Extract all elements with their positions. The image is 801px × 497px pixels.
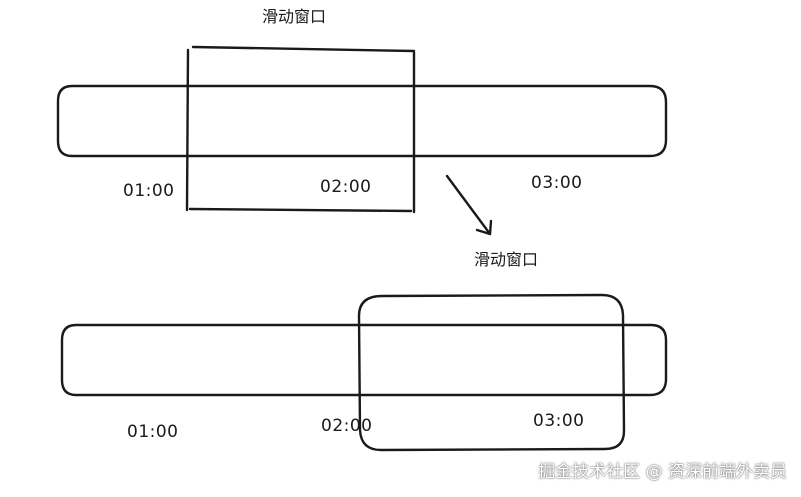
bottom-window-box <box>357 293 626 452</box>
watermark: 掘金技术社区 @ 资深前端外卖员 <box>538 462 787 482</box>
top-window-top-edge <box>191 45 416 53</box>
top-tick-0200: 02:00 <box>320 177 372 197</box>
bottom-tick-0200: 02:00 <box>321 416 373 436</box>
bottom-tick-0100: 01:00 <box>127 422 179 442</box>
top-window-bracket <box>185 45 416 214</box>
arrow-head <box>475 219 493 236</box>
top-tick-0100: 01:00 <box>123 181 175 201</box>
bottom-timeline-bar <box>60 323 668 397</box>
top-window-label: 滑动窗口 <box>262 7 327 26</box>
bottom-window-label: 滑动窗口 <box>474 250 539 269</box>
top-window-left-edge <box>185 48 190 212</box>
slide-arrow <box>445 174 493 236</box>
top-window-bottom-edge <box>188 207 413 213</box>
top-timeline-bar <box>56 84 668 158</box>
bottom-tick-0300: 03:00 <box>533 411 585 431</box>
arrow-shaft <box>445 174 492 236</box>
top-tick-0300: 03:00 <box>531 173 583 193</box>
